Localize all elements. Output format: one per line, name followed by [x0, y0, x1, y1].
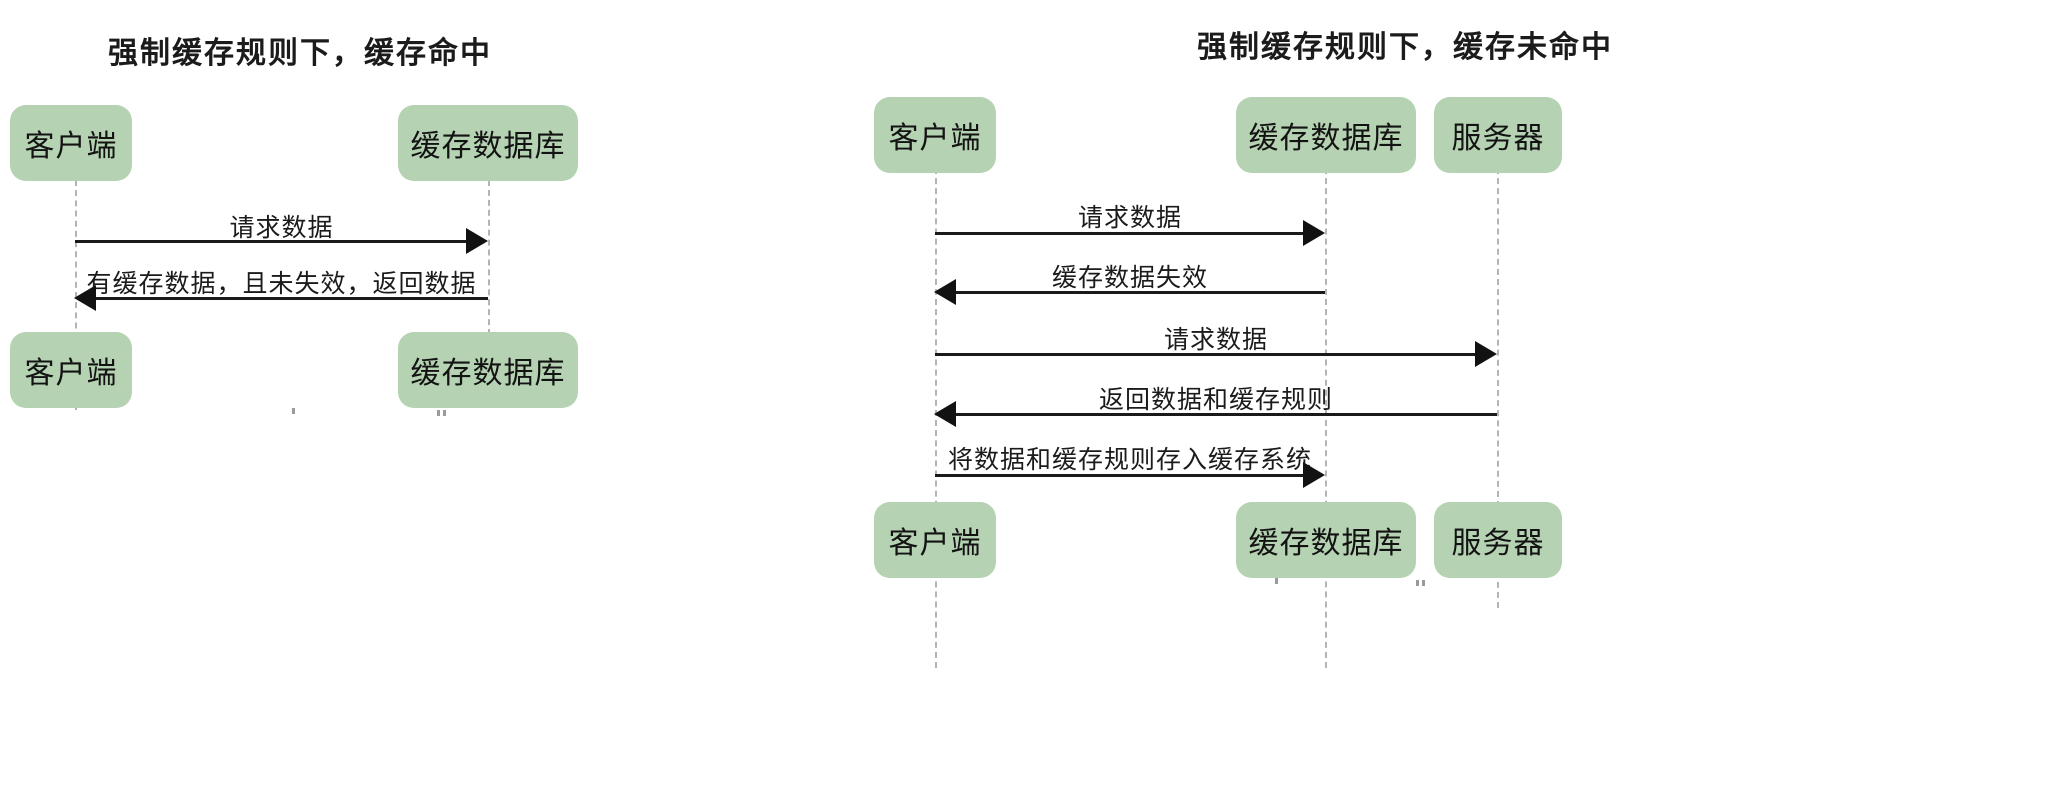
actor-label: 客户端 [888, 121, 982, 156]
message-line-3-miss [935, 353, 1475, 356]
message-line-1-miss [935, 232, 1303, 235]
actor-label: 缓存数据库 [1248, 121, 1404, 156]
sequence-diagram-cache-hit: 强制缓存规则下，缓存命中 客户端 缓存数据库 请求数据 有缓存数据，且未失效，返… [0, 0, 640, 798]
message-label-2-hit: 有缓存数据，且未失效，返回数据 [86, 269, 477, 298]
arrowhead-right-3-miss [1475, 341, 1497, 367]
message-label-4-miss: 返回数据和缓存规则 [1098, 385, 1333, 414]
actor-label: 服务器 [1451, 121, 1545, 156]
actor-label: 服务器 [1451, 526, 1545, 561]
actor-box-client-bottom-miss[interactable]: 客户端 [874, 502, 996, 578]
actor-label: 缓存数据库 [410, 356, 566, 391]
message-label-5-miss: 将数据和缓存规则存入缓存系统 [947, 445, 1312, 474]
arrowhead-left-2-hit [74, 285, 96, 311]
actor-label: 缓存数据库 [410, 129, 566, 164]
actor-box-cachedb-top-hit[interactable]: 缓存数据库 [398, 105, 578, 181]
arrowhead-left-4-miss [934, 401, 956, 427]
actor-box-client-top-miss[interactable]: 客户端 [874, 97, 996, 173]
arrowhead-right-1-hit [466, 228, 488, 254]
diagram-title-cache-miss: 强制缓存规则下，缓存未命中 [1197, 30, 1613, 65]
actor-box-cachedb-top-miss[interactable]: 缓存数据库 [1236, 97, 1416, 173]
message-line-5-miss [935, 474, 1303, 477]
actor-box-server-bottom-miss[interactable]: 服务器 [1434, 502, 1562, 578]
arrowhead-left-2-miss [934, 279, 956, 305]
lifeline-tick-cachedb2-hit [443, 410, 446, 416]
message-line-2-miss [956, 291, 1325, 294]
actor-box-cachedb-bottom-miss[interactable]: 缓存数据库 [1236, 502, 1416, 578]
actor-box-client-bottom-hit[interactable]: 客户端 [10, 332, 132, 408]
message-line-1-hit [75, 240, 467, 243]
arrowhead-right-1-miss [1303, 220, 1325, 246]
message-line-2-hit [96, 297, 488, 300]
actor-label: 缓存数据库 [1248, 526, 1404, 561]
message-label-1-hit: 请求数据 [229, 213, 334, 242]
lifeline-tick-client-hit [292, 408, 295, 414]
lifeline-tick-cachedb-miss [1275, 578, 1278, 584]
arrowhead-right-5-miss [1303, 462, 1325, 488]
lifeline-cachedb-hit [488, 180, 490, 335]
message-label-2-miss: 缓存数据失效 [1051, 263, 1208, 292]
actor-box-cachedb-bottom-hit[interactable]: 缓存数据库 [398, 332, 578, 408]
message-label-3-miss: 请求数据 [1163, 325, 1268, 354]
actor-box-server-top-miss[interactable]: 服务器 [1434, 97, 1562, 173]
lifeline-tick-server-miss [1416, 580, 1419, 586]
lifeline-tick-cachedb-hit [437, 410, 440, 416]
actor-label: 客户端 [24, 356, 118, 391]
message-line-4-miss [956, 413, 1497, 416]
message-label-1-miss: 请求数据 [1077, 203, 1182, 232]
actor-box-client-top-hit[interactable]: 客户端 [10, 105, 132, 181]
lifeline-tick-server2-miss [1422, 580, 1425, 586]
actor-label: 客户端 [888, 526, 982, 561]
sequence-diagram-cache-miss: 强制缓存规则下，缓存未命中 客户端 缓存数据库 服务器 请求数据 缓存数据失效 … [860, 0, 2064, 798]
lifeline-server-miss [1497, 168, 1499, 608]
actor-label: 客户端 [24, 129, 118, 164]
lifeline-cachedb-miss [1325, 168, 1327, 668]
diagram-title-cache-hit: 强制缓存规则下，缓存命中 [108, 36, 492, 71]
